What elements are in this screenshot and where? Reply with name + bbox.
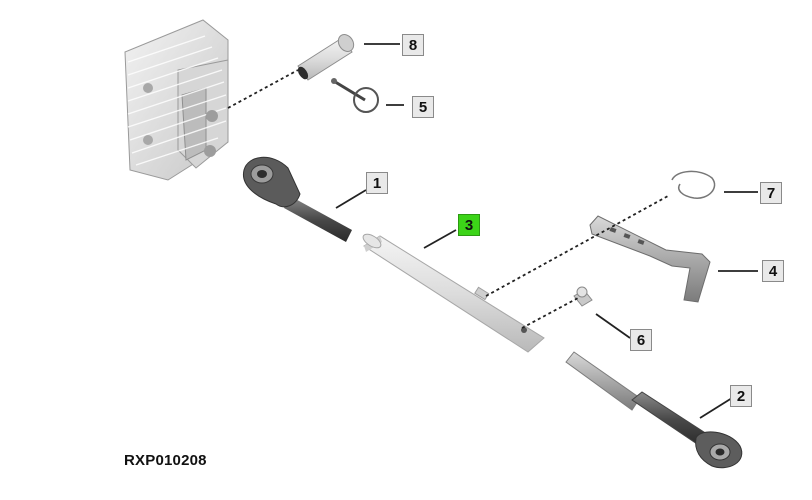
- callout-2[interactable]: 2: [730, 385, 752, 407]
- linch-pin: [331, 78, 379, 113]
- pivot-pin: [297, 34, 355, 81]
- callout-4[interactable]: 4: [762, 260, 784, 282]
- callout-6[interactable]: 6: [630, 329, 652, 351]
- callout-3-highlighted[interactable]: 3: [458, 214, 480, 236]
- callout-8[interactable]: 8: [402, 34, 424, 56]
- locking-handle: [589, 215, 711, 303]
- callout-5[interactable]: 5: [412, 96, 434, 118]
- grease-nipple: [573, 286, 593, 307]
- reference-code: RXP010208: [124, 452, 207, 469]
- adjuster-tube: [362, 233, 545, 353]
- assembly-lines: [227, 69, 669, 329]
- mounting-bracket: [124, 19, 229, 181]
- ball-joint-end-long: [565, 351, 743, 469]
- callout-1[interactable]: 1: [366, 172, 388, 194]
- ball-joint-end-short: [242, 156, 352, 242]
- spring-clip: [671, 170, 716, 199]
- leader-lines: [335, 43, 758, 419]
- callout-7[interactable]: 7: [760, 182, 782, 204]
